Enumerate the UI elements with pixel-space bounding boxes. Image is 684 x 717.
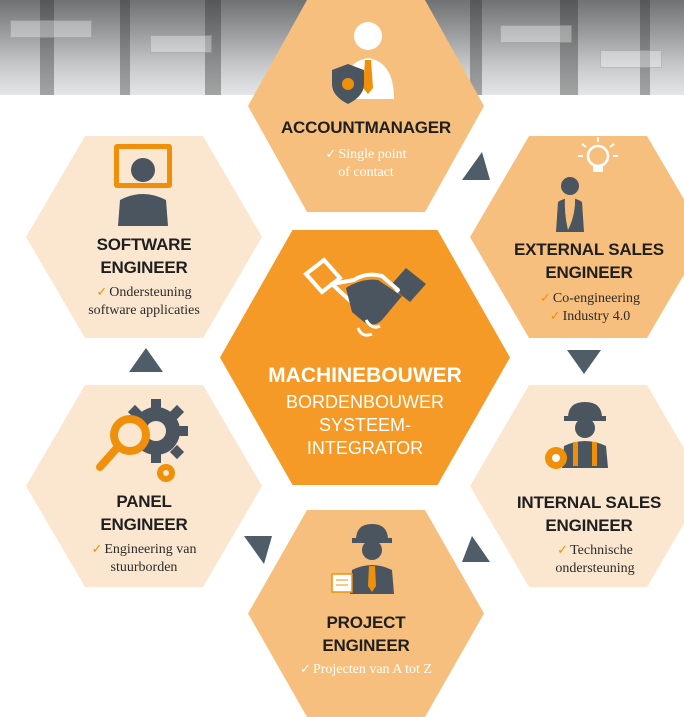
external-sales-desc: ✓Co-engineering ✓Industry 4.0 bbox=[540, 291, 640, 324]
lightbulb-person-icon bbox=[556, 137, 618, 232]
handshake-icon bbox=[303, 257, 426, 337]
center-line-3: INTEGRATOR bbox=[306, 438, 424, 458]
arrow-to-internal bbox=[462, 536, 490, 562]
center-title: MACHINEBOUWER bbox=[268, 364, 462, 387]
panel-title: PANEL ENGINEER bbox=[100, 492, 188, 534]
hardhat-worker-gear-icon bbox=[545, 402, 608, 469]
internal-sales-desc: ✓Technische ondersteuning bbox=[555, 543, 635, 576]
hex-center bbox=[220, 230, 510, 485]
software-title: SOFTWARE ENGINEER bbox=[96, 235, 192, 277]
center-line-2: SYSTEEM- bbox=[318, 415, 411, 435]
panel-desc: ✓Engineering van stuurborden bbox=[91, 542, 197, 575]
internal-sales-title: INTERNAL SALES ENGINEER bbox=[516, 493, 662, 535]
arrow-up-left bbox=[129, 348, 163, 372]
monitor-person-icon bbox=[114, 144, 172, 226]
arrow-to-external bbox=[462, 152, 490, 180]
manager-shield-icon bbox=[332, 22, 394, 104]
external-sales-title: EXTERNAL SALES ENGINEER bbox=[514, 240, 664, 282]
gear-magnifier-icon bbox=[96, 399, 188, 482]
center-line-1: BORDENBOUWER bbox=[285, 392, 444, 412]
accountmanager-title: ACCOUNTMANAGER bbox=[280, 118, 452, 137]
accountmanager-desc: ✓Single point of contact bbox=[325, 147, 407, 180]
project-desc: ✓Projecten van A tot Z bbox=[300, 662, 432, 677]
hardhat-worker-blueprint-icon bbox=[331, 524, 394, 594]
project-title: PROJECT ENGINEER bbox=[322, 613, 410, 655]
arrow-to-panel bbox=[244, 536, 272, 564]
arrow-down-right bbox=[567, 350, 601, 374]
software-desc: ✓Ondersteuning software applicaties bbox=[88, 285, 200, 318]
